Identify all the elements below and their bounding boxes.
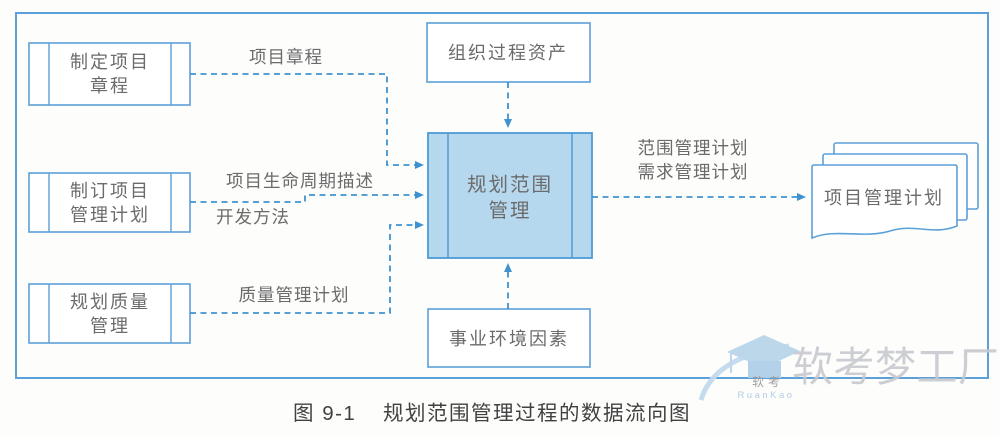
node-label-line2: 管理	[90, 316, 130, 336]
node-box	[427, 308, 591, 368]
node-develop-charter: 制定项目 章程	[28, 42, 191, 106]
flow-label-development-approach: 开发方法	[216, 207, 290, 227]
node-plan-quality: 规划质量 管理	[28, 283, 191, 344]
flow-arrow-quality-management-plan	[190, 221, 424, 314]
document-page-front	[811, 164, 958, 240]
graduation-cap-base	[748, 361, 781, 378]
node-label-line1: 制订项目	[70, 181, 150, 201]
node-label-line1: 规划质量	[70, 292, 150, 312]
node-label: 事业环境因素	[449, 329, 569, 349]
watermark-latin-text: RuanKao	[737, 390, 794, 401]
node-box	[427, 132, 593, 259]
node-label-line2: 管理	[488, 200, 531, 222]
flow-label-requirements-management-plan: 需求管理计划	[638, 162, 749, 182]
figure-caption: 图 9-1 规划范围管理过程的数据流向图	[293, 402, 691, 425]
node-enterprise-environmental-factors: 事业环境因素	[427, 308, 591, 368]
node-label-line1: 制定项目	[70, 52, 150, 72]
flow-label-project-charter: 项目章程	[249, 47, 323, 67]
node-plan-scope-management: 规划范围 管理	[427, 132, 593, 259]
node-label-line2: 章程	[90, 76, 130, 96]
node-develop-pm-plan: 制订项目 管理计划	[28, 172, 191, 233]
node-box	[28, 42, 191, 106]
flow-label-scope-management-plan: 范围管理计划	[638, 138, 749, 158]
figure-caption-number: 图 9-1	[293, 402, 356, 425]
flow-arrow-project-charter	[190, 73, 424, 169]
node-label-line2: 管理计划	[70, 205, 150, 225]
watermark-small-text: 软考	[752, 375, 784, 389]
figure-caption-title: 规划范围管理过程的数据流向图	[383, 402, 691, 425]
flow-label-quality-management-plan: 质量管理计划	[239, 285, 350, 305]
graduation-cap-icon	[727, 335, 800, 368]
node-label: 组织过程资产	[448, 43, 568, 63]
flow-label-lifecycle-description: 项目生命周期描述	[226, 171, 374, 191]
document-label: 项目管理计划	[824, 188, 944, 208]
flow-arrow-lifecycle-description	[190, 191, 424, 203]
node-label-line1: 规划范围	[467, 174, 553, 196]
diagram-border-frame	[15, 12, 989, 379]
node-project-management-plan-document: 项目管理计划	[811, 142, 979, 240]
watermark-brand-text: 软考梦工厂	[792, 344, 1000, 390]
watermark: 软考 RuanKao 软考梦工厂	[698, 335, 1000, 401]
node-organizational-process-assets: 组织过程资产	[426, 22, 591, 83]
